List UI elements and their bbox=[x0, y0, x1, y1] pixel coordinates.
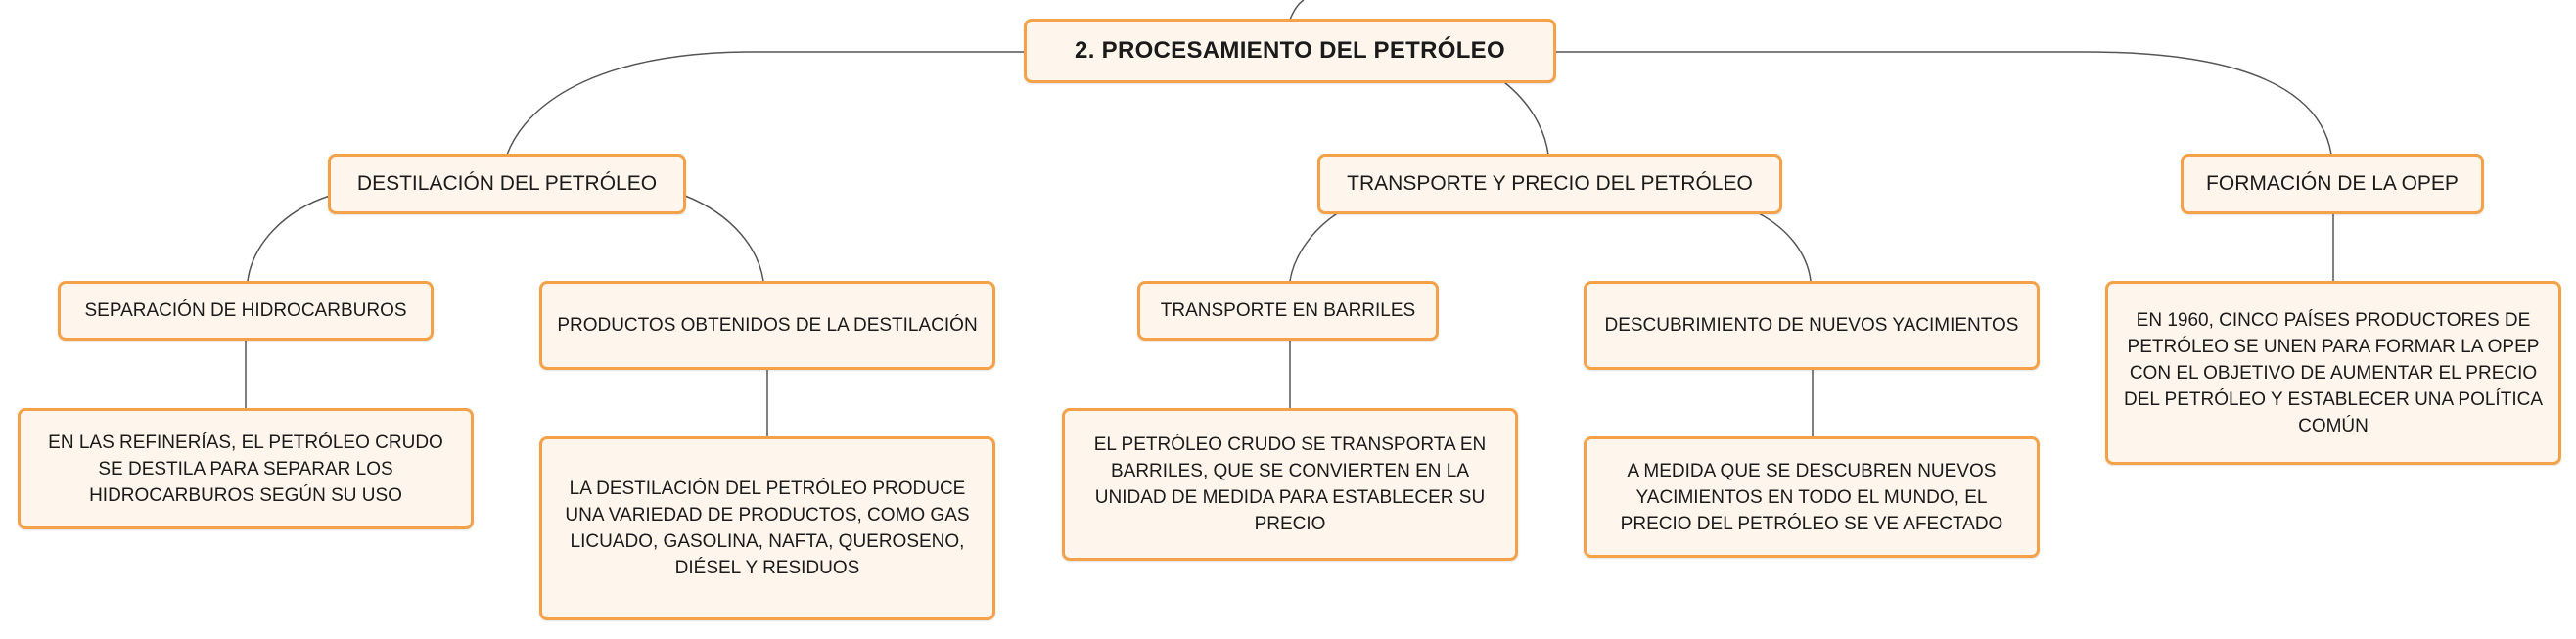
subtopic-barriles[interactable]: TRANSPORTE EN BARRILES bbox=[1137, 281, 1439, 341]
detail-opep-text: EN 1960, CINCO PAÍSES PRODUCTORES DE PET… bbox=[2124, 309, 2543, 436]
root-topic-label: 2. PROCESAMIENTO DEL PETRÓLEO bbox=[1075, 37, 1505, 64]
topic-opep-label: FORMACIÓN DE LA OPEP bbox=[2206, 172, 2459, 195]
subtopic-separacion[interactable]: SEPARACIÓN DE HIDROCARBUROS bbox=[58, 281, 434, 341]
root-topic[interactable]: 2. PROCESAMIENTO DEL PETRÓLEO bbox=[1024, 19, 1556, 83]
detail-opep[interactable]: EN 1960, CINCO PAÍSES PRODUCTORES DE PET… bbox=[2105, 281, 2561, 465]
subtopic-yacimientos[interactable]: DESCUBRIMIENTO DE NUEVOS YACIMIENTOS bbox=[1584, 281, 2040, 370]
connector-root-transporte bbox=[1503, 81, 1549, 156]
detail-separacion-text: EN LAS REFINERÍAS, EL PETRÓLEO CRUDO SE … bbox=[48, 432, 443, 506]
topic-opep[interactable]: FORMACIÓN DE LA OPEP bbox=[2181, 154, 2484, 214]
connector-destilacion-productos bbox=[684, 195, 764, 282]
subtopic-productos-label: PRODUCTOS OBTENIDOS DE LA DESTILACIÓN bbox=[557, 314, 978, 336]
topic-destilacion-label: DESTILACIÓN DEL PETRÓLEO bbox=[356, 172, 658, 195]
detail-barriles[interactable]: EL PETRÓLEO CRUDO SE TRANSPORTA EN BARRI… bbox=[1062, 408, 1518, 561]
subtopic-barriles-label: TRANSPORTE EN BARRILES bbox=[1160, 299, 1416, 321]
connector-destilacion-separacion bbox=[247, 195, 331, 282]
topic-transporte[interactable]: TRANSPORTE Y PRECIO DEL PETRÓLEO bbox=[1317, 154, 1782, 214]
topic-transporte-label: TRANSPORTE Y PRECIO DEL PETRÓLEO bbox=[1347, 172, 1753, 195]
subtopic-separacion-label: SEPARACIÓN DE HIDROCARBUROS bbox=[84, 299, 407, 321]
detail-yacimientos-text: A MEDIDA QUE SE DESCUBREN NUEVOS YACIMIE… bbox=[1620, 460, 2003, 534]
connector-transporte-yacimientos bbox=[1756, 211, 1812, 282]
detail-yacimientos[interactable]: A MEDIDA QUE SE DESCUBREN NUEVOS YACIMIE… bbox=[1584, 436, 2040, 558]
connector-root-parent bbox=[1289, 0, 1305, 21]
detail-productos[interactable]: LA DESTILACIÓN DEL PETRÓLEO PRODUCE UNA … bbox=[539, 436, 995, 620]
connector-root-destilacion bbox=[506, 51, 1026, 156]
detail-productos-text: LA DESTILACIÓN DEL PETRÓLEO PRODUCE UNA … bbox=[565, 479, 970, 578]
topic-destilacion[interactable]: DESTILACIÓN DEL PETRÓLEO bbox=[328, 154, 686, 214]
detail-barriles-text: EL PETRÓLEO CRUDO SE TRANSPORTA EN BARRI… bbox=[1093, 434, 1487, 534]
detail-separacion[interactable]: EN LAS REFINERÍAS, EL PETRÓLEO CRUDO SE … bbox=[18, 408, 474, 529]
connector-root-opep bbox=[1556, 51, 2332, 156]
subtopic-productos[interactable]: PRODUCTOS OBTENIDOS DE LA DESTILACIÓN bbox=[539, 281, 995, 370]
connector-transporte-barriles bbox=[1289, 211, 1340, 282]
subtopic-yacimientos-label: DESCUBRIMIENTO DE NUEVOS YACIMIENTOS bbox=[1604, 314, 2019, 336]
